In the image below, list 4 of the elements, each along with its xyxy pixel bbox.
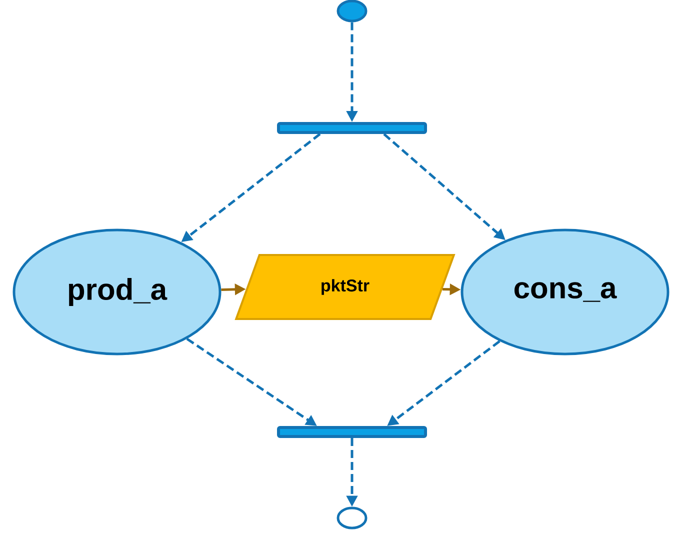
- sync-bar: [277, 426, 427, 438]
- end-node: [336, 506, 368, 530]
- start-node: [336, 0, 368, 22]
- sync-bar: [277, 122, 427, 134]
